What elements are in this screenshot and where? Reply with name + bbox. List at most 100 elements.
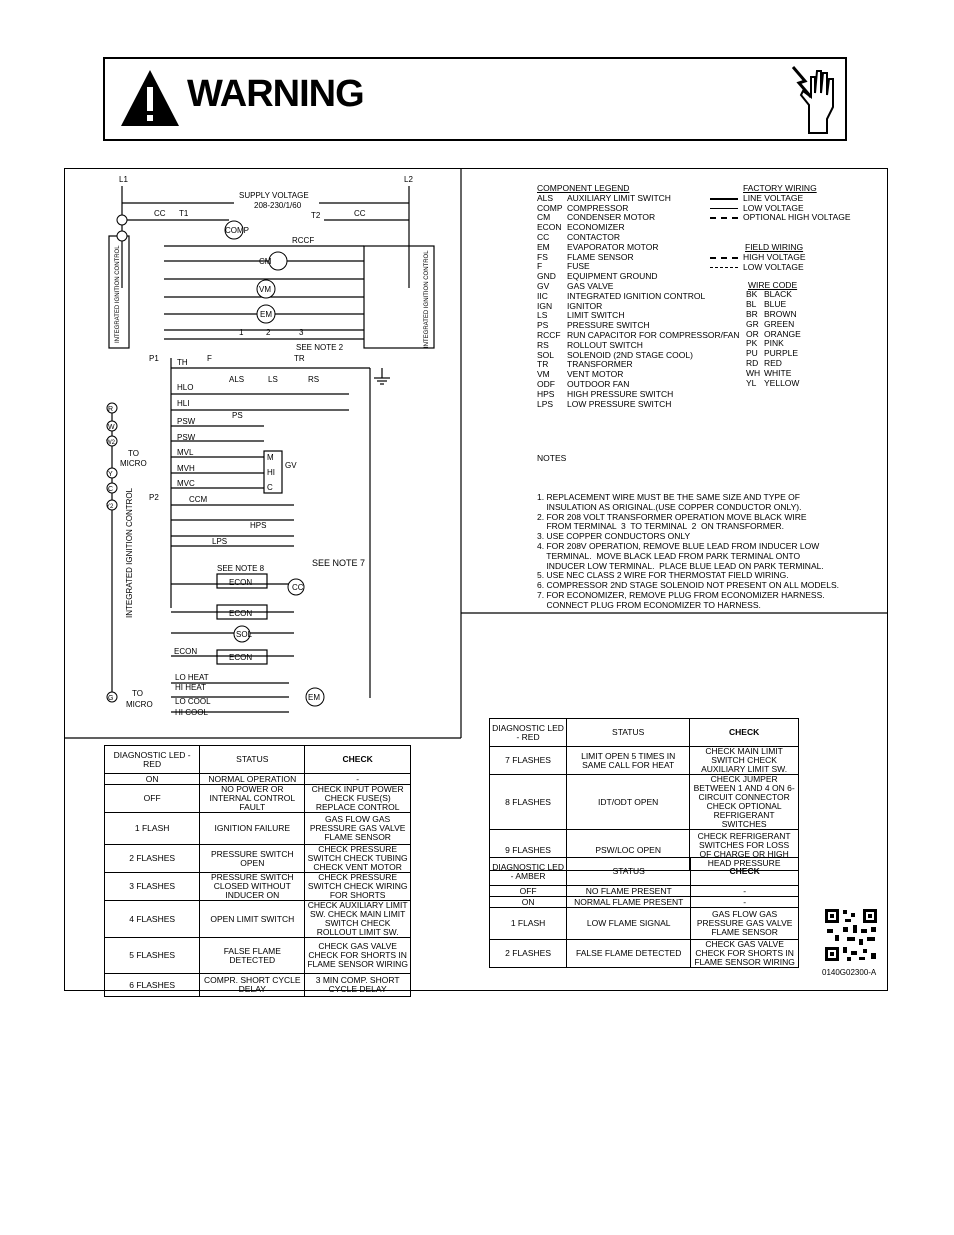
table-header-cell: CHECK [690,857,799,886]
table-cell: PRESSURE SWITCH OPEN [199,844,306,873]
table-cell: PRESSURE SWITCH CLOSED WITHOUT INDUCER O… [199,872,306,901]
see-note-7: SEE NOTE 7 [312,558,365,568]
table-header-cell: DIAGNOSTIC LED - RED [488,718,568,747]
table-header-cell: CHECK [689,718,799,747]
table-cell: OPEN LIMIT SWITCH [199,900,306,938]
iic-top-left-label: INTEGRATED IGNITION CONTROL [115,245,121,343]
table-cell: CHECK JUMPER BETWEEN 1 AND 4 ON 6-CIRCUI… [689,774,799,830]
to-micro-label-2: MICRO [120,459,147,468]
table-header-cell: STATUS [566,718,691,747]
component-description: RUN CAPACITOR FOR COMPRESSOR/FAN [567,329,740,340]
als-label: ALS [229,375,244,384]
table-cell: CHECK GAS VALVE CHECK FOR SHORTS IN FLAM… [304,937,411,974]
tr-num-3: 3 [299,328,304,337]
mvh-label: MVH [177,464,195,473]
table-cell: OFF [488,885,568,897]
note-line: 3. USE COPPER CONDUCTORS ONLY [537,531,691,542]
component-abbrev: IIC [537,290,548,301]
table-cell: CHECK MAIN LIMIT SWITCH CHECK AUXILIARY … [689,746,799,775]
term-w2-label: W2 [106,440,116,446]
component-abbrev: F [537,261,543,272]
wire-abbrev: OR [746,328,759,339]
em-label: EM [260,310,272,319]
to-micro-label-1: TO [128,449,139,458]
component-description: ECONOMIZER [567,222,625,233]
ls-label: LS [268,375,278,384]
hi-heat-label: HI HEAT [175,683,206,692]
psw-label-1: PSW [177,417,196,426]
factory-optional-high-voltage: OPTIONAL HIGH VOLTAGE [743,212,851,223]
table-cell: 5 FLASHES [103,937,201,974]
table-cell: LOW FLAME SIGNAL [566,907,692,940]
table-cell: NO FLAME PRESENT [566,885,692,897]
wiring-diagram-frame [64,168,888,991]
note-line: 4. FOR 208V OPERATION, REMOVE BLUE LEAD … [537,540,820,551]
wire-abbrev: BR [746,308,758,319]
factory-line-voltage: LINE VOLTAGE [743,192,804,203]
econ-box-2 [216,604,268,620]
component-description: AUXILIARY LIMIT SWITCH [567,192,671,203]
econ-wire-label: ECON [174,647,197,656]
table-cell: 1 FLASH [488,907,568,940]
p2-label: P2 [149,493,159,502]
note-line: CONNECT PLUG FROM ECONOMIZER TO HARNESS. [537,599,761,610]
note-line: FROM TERMINAL 3 TO TERMINAL 2 ON TRANSFO… [537,521,785,532]
term-c-label: C [108,486,113,493]
cm-label: CM [259,257,272,266]
to-micro-label-3: TO [132,689,143,698]
wire-color: WHITE [764,367,792,378]
component-abbrev: HPS [537,388,555,399]
table-cell: IDT/ODT OPEN [566,774,691,830]
table-cell: 1 FLASH [103,812,201,845]
part-number: 0140G02300-A [822,968,877,977]
table-cell: FALSE FLAME DETECTED [566,939,692,968]
component-description: CONDENSER MOTOR [567,212,656,223]
component-description: LIMIT SWITCH [567,310,625,321]
table-cell: 4 FLASHES [103,900,201,938]
lps-label: LPS [212,537,227,546]
vm-label: VM [259,285,271,294]
table-cell: NORMAL OPERATION [199,773,306,785]
component-abbrev: CM [537,212,551,223]
notes-title: NOTES [537,452,567,463]
component-abbrev: EM [537,241,550,252]
t1-label: T1 [179,209,189,218]
sol-label: SOL [236,630,253,639]
table-header-cell: STATUS [566,857,692,886]
table-cell: CHECK PRESSURE SWITCH CHECK TUBING CHECK… [304,844,411,873]
table-header-cell: CHECK [304,745,411,774]
component-description: VENT MOTOR [567,369,624,380]
gv-c-label: C [267,483,273,492]
note-line: 7. FOR ECONOMIZER, REMOVE PLUG FROM ECON… [537,589,825,600]
note-line: INDUCER LOW TERMINAL. PLACE BLUE LEAD ON… [537,560,824,571]
component-abbrev: TR [537,359,549,370]
wire-abbrev: RD [746,357,759,368]
warning-title: WARNING [187,73,365,115]
wire-color: BLUE [764,299,787,310]
term-y2-label: Y2 [106,504,114,510]
rs-label: RS [308,375,319,384]
